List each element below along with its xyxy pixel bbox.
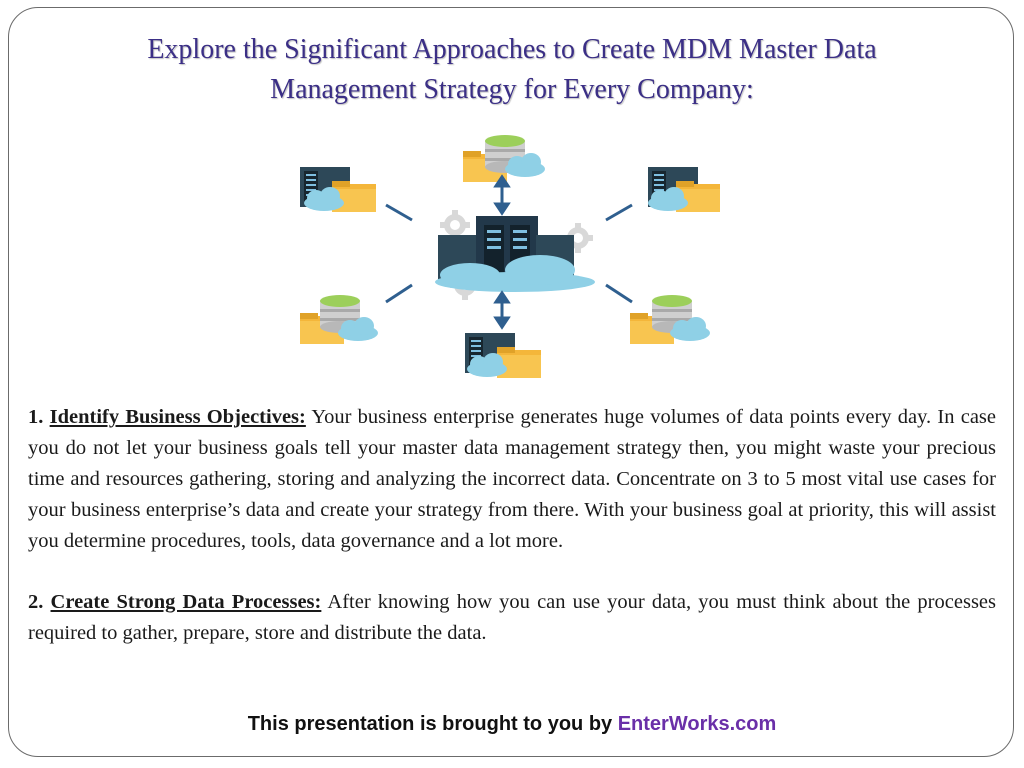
- section-1: 1. Identify Business Objectives: Your bu…: [28, 402, 996, 557]
- server-node-top-right-icon: [648, 167, 720, 212]
- mdm-network-diagram: [300, 135, 720, 378]
- double-arrow-icon: [385, 174, 633, 330]
- slide-frame: [8, 7, 1014, 757]
- slide-title: Explore the Significant Approaches to Cr…: [60, 30, 964, 110]
- section-1-text: Your business enterprise generates huge …: [28, 406, 997, 552]
- section-2-text: After knowing how you can use your data,…: [28, 591, 996, 644]
- section-2-heading: Create Strong Data Processes:: [50, 591, 322, 613]
- footer-prefix: This presentation is brought to you by: [247, 713, 613, 735]
- body-text: 1. Identify Business Objectives: Your bu…: [28, 402, 996, 649]
- slide-title-line-2: Management Strategy for Every Company:: [270, 74, 754, 105]
- database-node-bottom-left-icon: [300, 295, 378, 344]
- section-2-number: 2.: [28, 591, 44, 613]
- section-2: 2. Create Strong Data Processes: After k…: [28, 587, 996, 649]
- server-node-top-left-icon: [300, 167, 376, 212]
- database-node-bottom-right-icon: [630, 295, 710, 344]
- database-node-top-icon: [463, 135, 545, 182]
- center-server-rack-icon: [435, 210, 595, 300]
- section-1-number: 1.: [28, 406, 44, 428]
- footer-brand-link[interactable]: EnterWorks.com: [617, 713, 777, 735]
- footer-credit: This presentation is brought to you by E…: [0, 713, 1024, 736]
- section-1-heading: Identify Business Objectives:: [49, 406, 306, 428]
- server-node-bottom-icon: [465, 333, 541, 378]
- slide-title-line-1: Explore the Significant Approaches to Cr…: [147, 34, 877, 65]
